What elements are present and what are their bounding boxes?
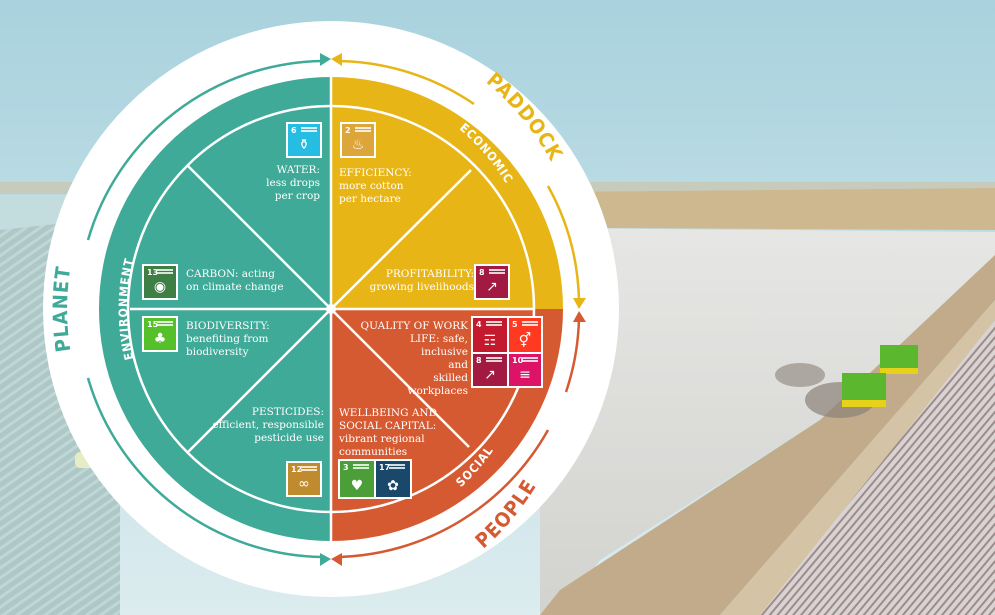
sdg-6-clean-water-icon: 6 ⚱ [286, 122, 322, 158]
efficiency-label: EFFICIENCY: more cotton per hectare [339, 167, 412, 205]
quality-of-work-sdg-grid: 4 ☶ 5 ⚥ 8 ↗ 10 ≡ [471, 316, 543, 388]
sdg-13-climate-action-icon: 13 ◉ [142, 264, 178, 300]
wellbeing-label: WELLBEING AND SOCIAL CAPITAL: vibrant re… [339, 407, 438, 458]
sdg-4-quality-education-icon: 4 ☶ [473, 318, 507, 352]
cotton-harvester-icon [842, 345, 918, 407]
biodiversity-label: BIODIVERSITY: benefiting from biodiversi… [186, 320, 270, 358]
profitability-label: PROFITABILITY: growing livelihoods [369, 268, 474, 293]
sdg-3-good-health-icon: 3 ♥ [340, 461, 374, 497]
water-label: WATER: less drops per crop [266, 164, 320, 202]
environment-label: ENVIRONMENT [116, 257, 136, 362]
sdg-5-gender-equality-icon: 5 ⚥ [509, 318, 541, 352]
pesticides-label: PESTICIDES: efficient, responsible pesti… [212, 406, 324, 444]
wellbeing-sdg-group: 3 ♥ 17 ✿ [338, 459, 412, 499]
sdg-10-reduced-inequalities-icon: 10 ≡ [509, 354, 541, 386]
cycle-arrows [320, 53, 586, 566]
sdg-2-zero-hunger-icon: 2 ♨ [340, 122, 376, 158]
sdg-17-partnerships-icon: 17 ✿ [376, 461, 410, 497]
sdg-15-life-on-land-icon: 15 ♣ [142, 316, 178, 352]
sdg-12-responsible-consumption-icon: 12 ∞ [286, 461, 322, 497]
sdg-8-decent-work-icon: 8 ↗ [473, 354, 507, 386]
quality-of-work-label: QUALITY OF WORK LIFE: safe, inclusive an… [360, 320, 469, 397]
carbon-label: CARBON: acting on climate change [186, 268, 284, 293]
sdg-8-decent-work-icon: 8 ↗ [474, 264, 510, 300]
planet-label: PLANET [48, 264, 75, 353]
